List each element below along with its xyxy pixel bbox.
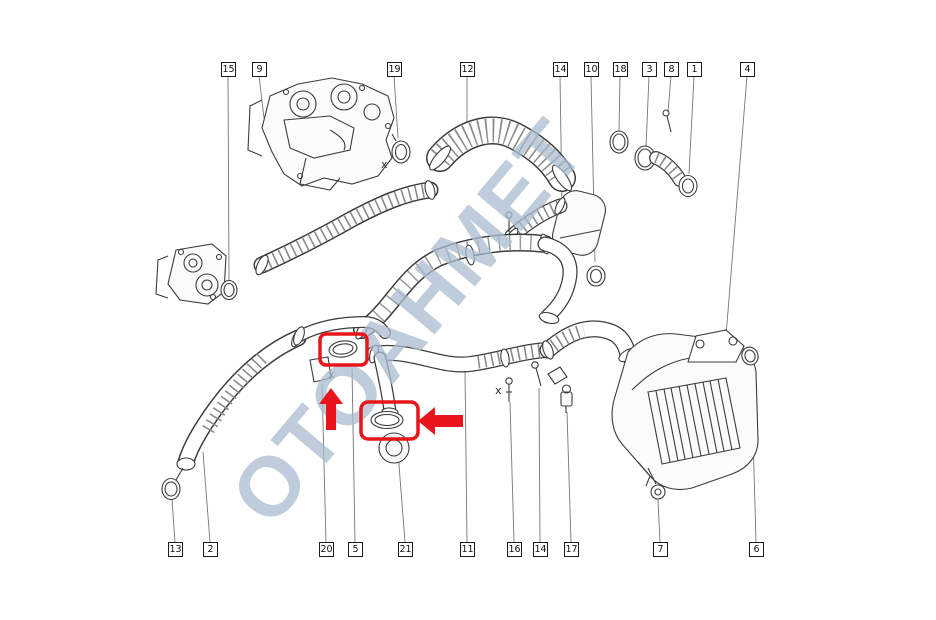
- callout-bottom-2: 2: [203, 542, 218, 557]
- engine-assembly: [247, 77, 395, 191]
- seal-ring-10: [586, 265, 606, 287]
- seal-ring-13: [161, 477, 181, 501]
- highlight-arrow-up: [319, 388, 343, 430]
- callout-top-1: 1: [687, 62, 702, 77]
- callout-top-8: 8: [664, 62, 679, 77]
- callout-bottom-11: 11: [460, 542, 475, 557]
- callout-bottom-5: 5: [348, 542, 363, 557]
- clamp-19: [391, 133, 411, 164]
- highlight-arrow-left: [418, 407, 463, 435]
- hose-upper-left: [253, 180, 436, 276]
- egr-valve-assembly: [155, 243, 227, 305]
- highlight-box-lower-gasket: [359, 400, 420, 441]
- hose-stub-right: [656, 158, 680, 180]
- seal-ring-15: [220, 279, 238, 301]
- callout-bottom-14: 14: [533, 542, 548, 557]
- svg-text:x: x: [381, 158, 388, 171]
- callout-bottom-13: 13: [168, 542, 183, 557]
- callout-bottom-17: 17: [564, 542, 579, 557]
- callout-top-10: 10: [584, 62, 599, 77]
- bolt-14: [531, 361, 542, 387]
- callout-top-12: 12: [460, 62, 475, 77]
- highlight-box-upper-gasket: [318, 332, 369, 367]
- callout-top-14: 14: [553, 62, 568, 77]
- bolt-16: [505, 377, 513, 402]
- seal-ring-1: [678, 174, 698, 198]
- bracket-small: [547, 366, 568, 385]
- callout-top-9: 9: [252, 62, 267, 77]
- drain-plug-7: [650, 484, 666, 500]
- callout-bottom-21: 21: [398, 542, 413, 557]
- svg-text:x: x: [328, 368, 335, 381]
- air-intake-duct: [427, 131, 575, 194]
- callout-top-3: 3: [642, 62, 657, 77]
- callout-top-18: 18: [613, 62, 628, 77]
- callout-top-19: 19: [387, 62, 402, 77]
- resonator-duct: [504, 190, 606, 256]
- callout-top-15: 15: [221, 62, 236, 77]
- intercooler-airbox: [611, 329, 759, 500]
- clamp-18: [609, 130, 629, 154]
- elbow-duct-airbox: [541, 329, 638, 364]
- bolt-8: [662, 109, 672, 133]
- svg-text:x: x: [495, 384, 502, 397]
- callout-bottom-7: 7: [653, 542, 668, 557]
- callout-bottom-16: 16: [507, 542, 522, 557]
- callout-bottom-20: 20: [319, 542, 334, 557]
- sensor-17: [560, 384, 573, 413]
- callout-top-4: 4: [740, 62, 755, 77]
- callout-bottom-6: 6: [749, 542, 764, 557]
- x-marks: x x x: [328, 158, 502, 397]
- highlight-annotations: [318, 332, 463, 441]
